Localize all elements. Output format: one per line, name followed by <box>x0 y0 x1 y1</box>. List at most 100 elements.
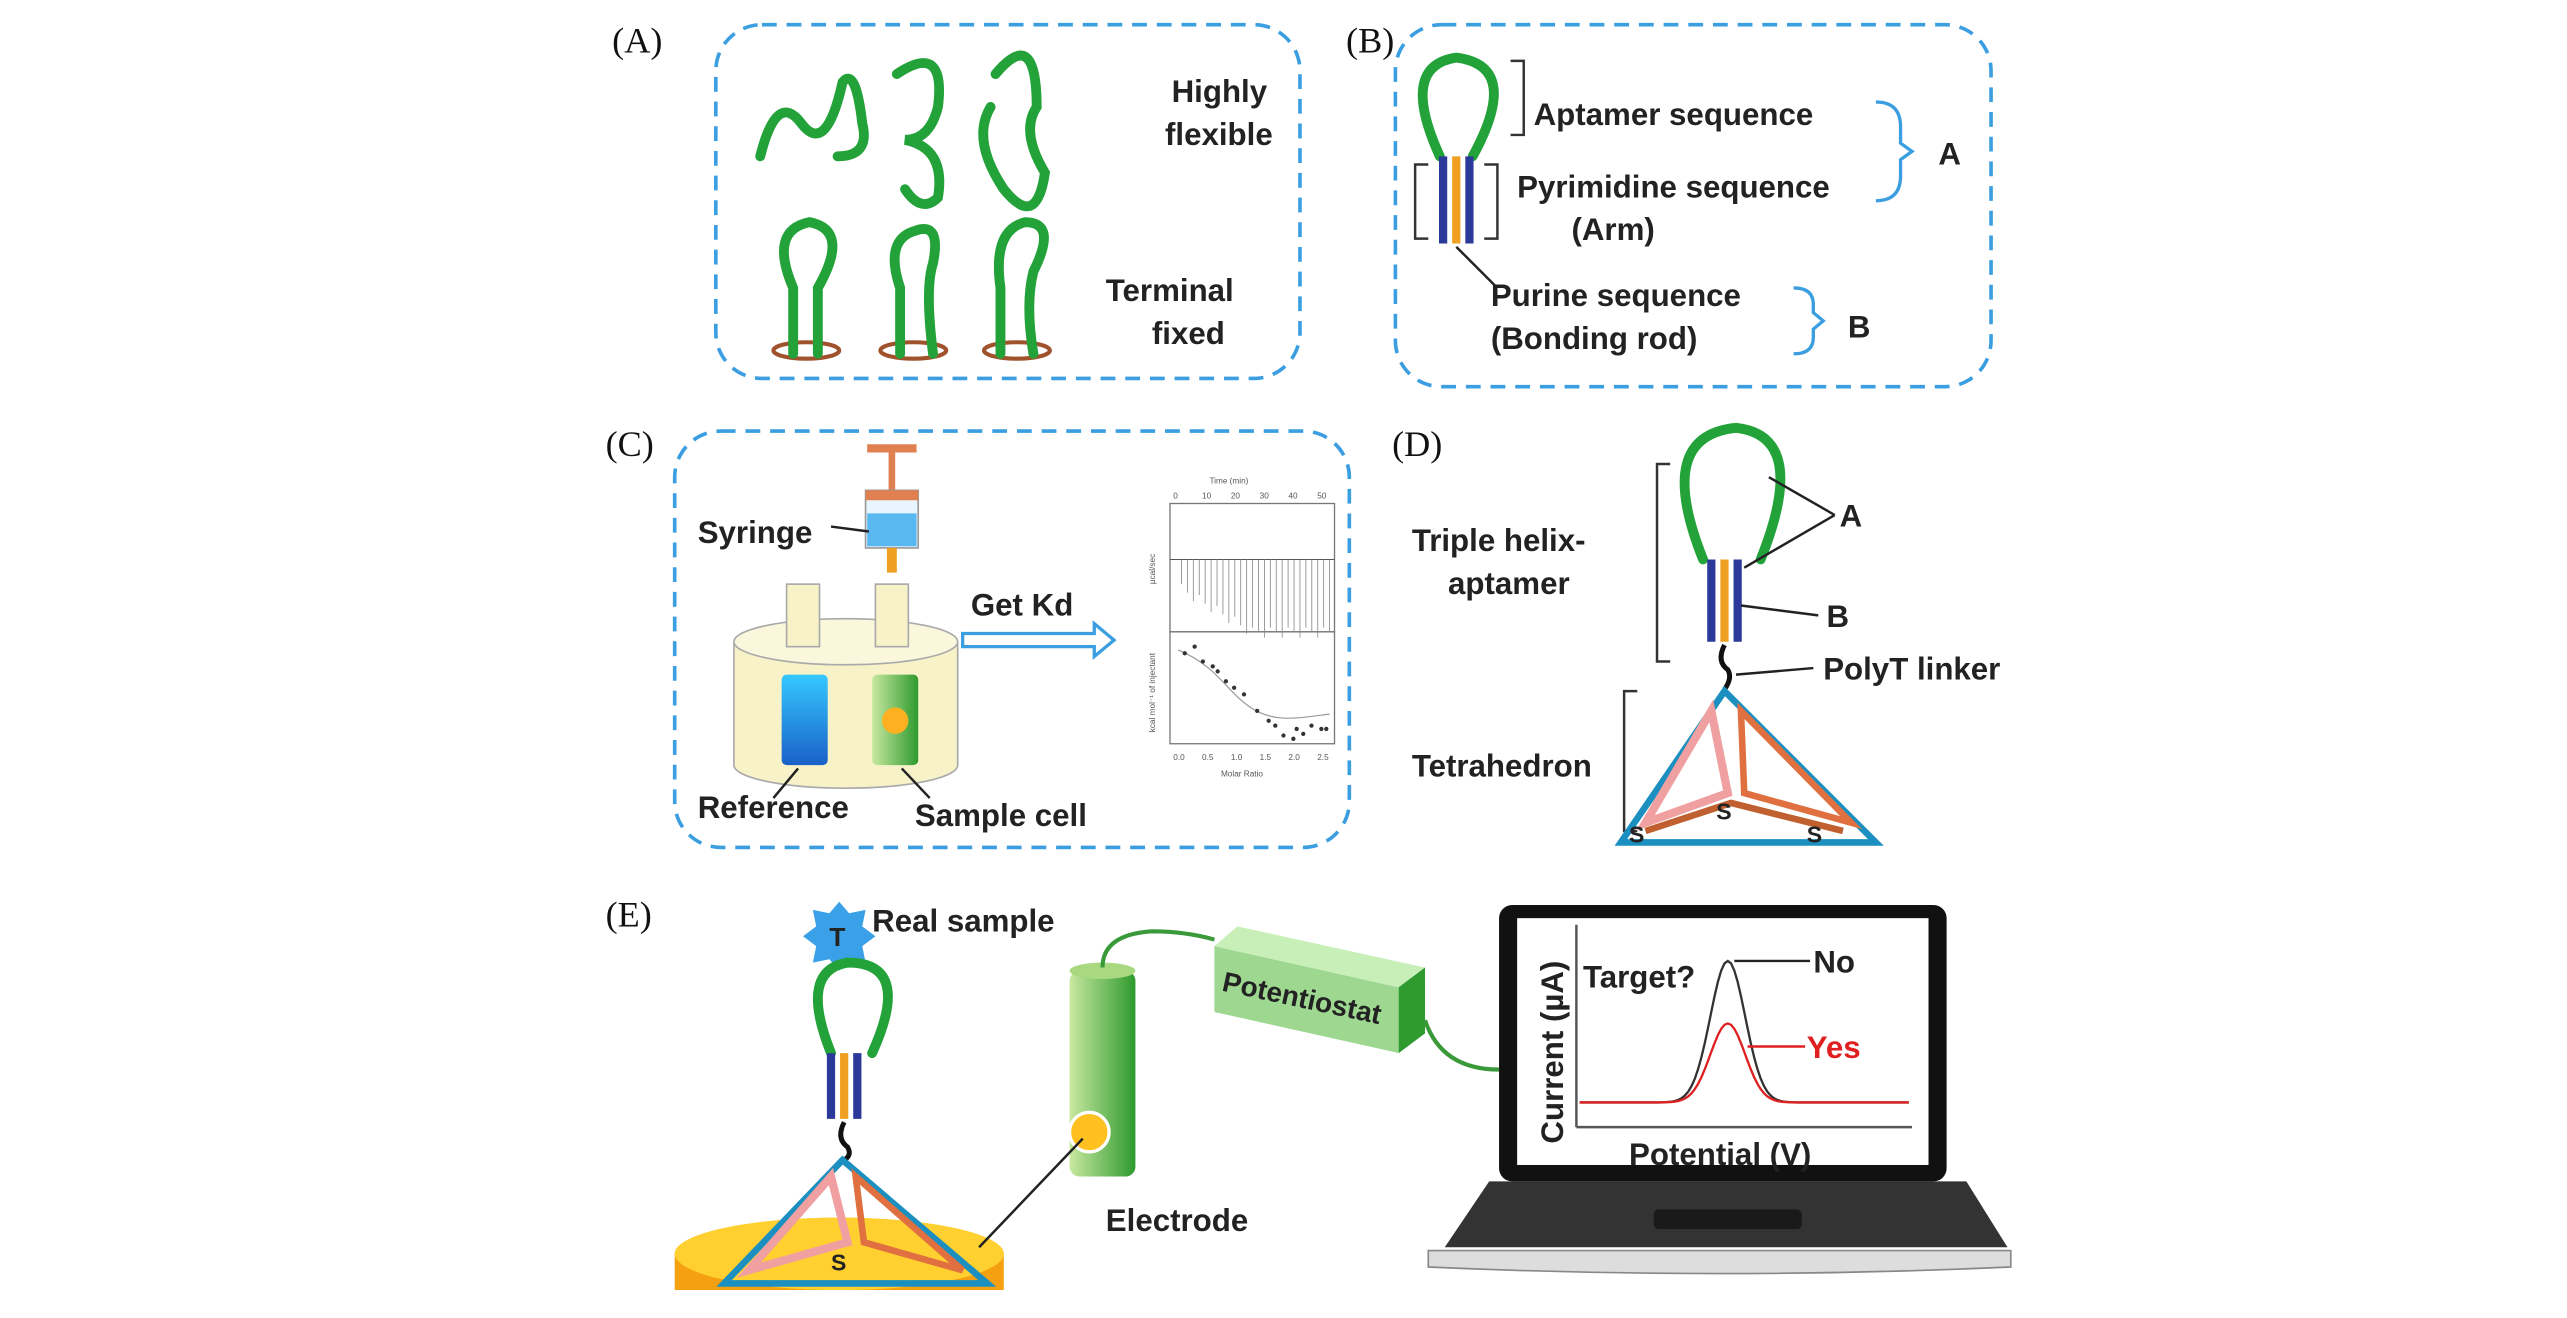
bracket <box>1510 59 1525 137</box>
pointer-line <box>978 1137 1084 1249</box>
pointer-line <box>1740 604 1819 617</box>
itc-ratio-tick: 2.5 <box>1317 753 1329 762</box>
itc-data-point <box>1215 669 1220 674</box>
label-a: A <box>1840 499 1863 534</box>
pointer-line <box>1768 476 1836 517</box>
panel-d-label: (D) <box>1392 424 1442 464</box>
panel-c-frame <box>672 429 1352 850</box>
panel-c-label: (C) <box>606 424 654 464</box>
bracket <box>1622 689 1638 833</box>
itc-data-point <box>1192 644 1197 649</box>
purine-text: Purine sequence <box>1491 278 1741 313</box>
panel-b: (B) Aptamer sequence Pyrimidine sequence… <box>1346 21 1993 389</box>
polyt-linker-text: PolyT linker <box>1823 652 2000 687</box>
itc-ratio-tick: 2.0 <box>1288 753 1300 762</box>
brace-b-label: B <box>1848 309 1871 344</box>
bracket <box>1413 163 1499 240</box>
itc-bottom-ylabel: kcal mol⁻¹ of injectant <box>1148 652 1157 732</box>
pointer-line <box>900 767 931 799</box>
reference-text: Reference <box>698 790 849 825</box>
itc-data-point <box>1255 708 1260 713</box>
s-label: S <box>1807 821 1822 847</box>
s-label: S <box>1629 821 1644 847</box>
itc-fit-curve <box>1177 649 1330 719</box>
itc-xlabel: Molar Ratio <box>1221 770 1263 779</box>
target-letter: T <box>829 922 845 952</box>
target-star-icon <box>803 901 876 971</box>
panel-c: (C) Syringe Get Kd Reference Sample cell… <box>606 424 1352 850</box>
aptamer-loop <box>1417 52 1499 162</box>
flexible-strand <box>755 73 869 162</box>
itc-bottom-axes <box>1169 631 1336 745</box>
voltammogram: Target? No Yes Current (µA) Potential (V… <box>1535 924 1913 1172</box>
target-question: Target? <box>1583 959 1695 994</box>
itc-top-xlabel: Time (min) <box>1209 477 1248 486</box>
label-b: B <box>1826 599 1849 634</box>
yes-label: Yes <box>1807 1030 1861 1065</box>
itc-data-point <box>1324 726 1329 732</box>
panel-e-label: (E) <box>606 894 652 934</box>
itc-data-point <box>1301 731 1306 737</box>
tetrahedron-icon <box>1614 685 1884 846</box>
itc-data-point <box>1273 723 1278 728</box>
itc-data-point <box>1210 664 1215 669</box>
get-kd-text: Get Kd <box>971 587 1073 622</box>
flexible-strand <box>891 58 945 209</box>
arrow-icon <box>960 620 1117 661</box>
flexible-text: flexible <box>1165 117 1273 152</box>
polyt-linker <box>838 1121 852 1163</box>
panel-a-label: (A) <box>612 21 662 61</box>
brace-a-label: A <box>1938 137 1961 172</box>
itc-data-point <box>1281 733 1286 738</box>
potentiostat-icon <box>1214 926 1426 1054</box>
itc-time-tick: 40 <box>1288 492 1298 501</box>
fixed-strand <box>993 217 1049 359</box>
panel-b-frame <box>1393 22 1993 389</box>
itc-data-point <box>1241 692 1247 697</box>
aptamer-sequence-text: Aptamer sequence <box>1534 97 1814 132</box>
electrode-text: Electrode <box>1106 1203 1248 1238</box>
pyrimidine-text: Pyrimidine sequence <box>1517 169 1830 204</box>
anchor-ring <box>878 340 949 361</box>
calorimeter-icon <box>733 583 959 789</box>
cable <box>1100 929 1215 968</box>
itc-data-point <box>1182 651 1187 656</box>
itc-top-ylabel: µcal/sec <box>1148 554 1157 584</box>
tetrahedron-icon <box>716 1155 997 1287</box>
aptamer-loop <box>812 957 893 1059</box>
laptop-icon <box>1427 904 2012 1275</box>
flexible-strand <box>978 50 1051 212</box>
fixed-text: fixed <box>1152 316 1225 351</box>
itc-ratio-tick: 1.5 <box>1260 753 1272 762</box>
syringe-icon <box>864 444 920 573</box>
itc-data-point <box>1291 736 1296 741</box>
syringe-text: Syringe <box>698 515 813 550</box>
itc-time-tick: 10 <box>1202 492 1212 501</box>
curve-yes <box>1579 1022 1909 1104</box>
itc-time-tick: 0 <box>1173 492 1178 501</box>
bracket <box>1655 462 1671 663</box>
itc-time-tick: 50 <box>1317 492 1327 501</box>
itc-time-tick: 20 <box>1231 492 1241 501</box>
itc-data-point <box>1294 726 1299 732</box>
anchor-ring <box>981 340 1052 361</box>
s-label: S <box>831 1249 846 1275</box>
sample-cell-text: Sample cell <box>915 798 1087 833</box>
cable <box>1423 1019 1500 1072</box>
itc-time-tick: 30 <box>1260 492 1270 501</box>
brace-a <box>1875 100 1915 203</box>
panel-b-label: (B) <box>1346 21 1394 61</box>
aptamer-text: aptamer <box>1448 566 1570 601</box>
itc-data-point <box>1319 726 1324 732</box>
bonding-rod-text: (Bonding rod) <box>1491 321 1698 356</box>
fixed-strand <box>889 224 941 359</box>
itc-data-point <box>1231 685 1237 690</box>
x-axis-label: Potential (V) <box>1629 1137 1811 1172</box>
itc-data-point <box>1223 679 1229 684</box>
terminal-text: Terminal <box>1106 273 1234 308</box>
panel-a: (A) Highly flexible Terminal fixed <box>612 21 1302 381</box>
itc-ratio-tick: 0.0 <box>1173 753 1185 762</box>
electrode-icon <box>1067 962 1136 1177</box>
